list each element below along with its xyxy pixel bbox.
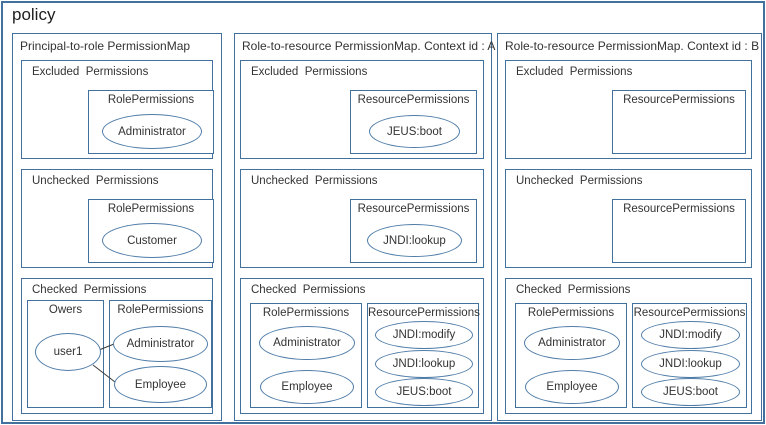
- resource-permissions-box-empty: ResourcePermissions: [612, 90, 746, 154]
- section-label: Unchecked Permissions: [251, 175, 378, 187]
- permission-map-title: Role-to-resource PermissionMap. Context …: [505, 39, 760, 53]
- box-title: ResourcePermissions: [623, 94, 735, 106]
- role-node-employee: Employee: [525, 370, 619, 404]
- permission-map-role-to-resource-b: Role-to-resource PermissionMap. Context …: [497, 33, 762, 421]
- section-label: Excluded Permissions: [251, 66, 368, 78]
- role-permissions-box: RolePermissions Administrator Employee: [250, 303, 362, 408]
- box-title: ResourcePermissions: [368, 307, 480, 319]
- section-label: Unchecked Permissions: [516, 175, 643, 187]
- resource-permissions-box-empty: ResourcePermissions: [612, 199, 746, 263]
- box-title: RolePermissions: [117, 304, 204, 316]
- role-node-administrator: Administrator: [102, 114, 202, 149]
- role-permissions-box: RolePermissions Administrator Employee: [515, 303, 627, 408]
- box-title: RolePermissions: [527, 307, 615, 319]
- box-title: RolePermissions: [107, 203, 195, 215]
- role-permissions-box: RolePermissions Administrator: [88, 90, 214, 154]
- section-checked-permissions: Checked Permissions Owers RolePermission…: [21, 278, 213, 414]
- section-checked-permissions: Checked Permissions RolePermissions Admi…: [240, 278, 484, 414]
- resource-node-jndi-lookup: JNDI:lookup: [367, 224, 462, 257]
- box-title: ResourcePermissions: [633, 307, 746, 319]
- resource-node-jeus-boot: JEUS:boot: [641, 378, 740, 406]
- permission-map-title: Role-to-resource PermissionMap. Context …: [242, 39, 496, 53]
- resource-permissions-box: ResourcePermissions JEUS:boot: [350, 90, 477, 154]
- resource-permissions-box: ResourcePermissions JNDI:modify JNDI:loo…: [367, 303, 480, 408]
- resource-permissions-box: ResourcePermissions JNDI:modify JNDI:loo…: [632, 303, 747, 408]
- permission-map-role-to-resource-a: Role-to-resource PermissionMap. Context …: [234, 33, 496, 421]
- box-title: Owers: [48, 304, 83, 316]
- box-title: ResourcePermissions: [357, 94, 470, 106]
- resource-node-jndi-lookup: JNDI:lookup: [641, 350, 740, 378]
- section-label: Excluded Permissions: [516, 66, 633, 78]
- resource-node-jndi-modify: JNDI:modify: [375, 321, 473, 349]
- role-node-employee: Employee: [260, 370, 354, 404]
- section-unchecked-permissions: Unchecked Permissions ResourcePermission…: [505, 169, 752, 268]
- owner-node-user1: user1: [35, 333, 101, 371]
- section-label: Checked Permissions: [32, 284, 147, 296]
- section-unchecked-permissions: Unchecked Permissions RolePermissions Cu…: [21, 169, 214, 268]
- role-node-administrator: Administrator: [524, 326, 620, 360]
- role-node-employee: Employee: [114, 366, 207, 403]
- resource-node-jeus-boot: JEUS:boot: [369, 115, 460, 148]
- section-label: Unchecked Permissions: [32, 175, 159, 187]
- role-node-administrator: Administrator: [259, 326, 355, 360]
- section-label: Checked Permissions: [251, 284, 366, 296]
- section-excluded-permissions: Excluded Permissions RolePermissions Adm…: [21, 60, 214, 159]
- section-label: Checked Permissions: [516, 284, 631, 296]
- permission-map-principal-to-role: Principal-to-role PermissionMap Excluded…: [12, 33, 222, 421]
- box-title: ResourcePermissions: [357, 203, 470, 215]
- section-unchecked-permissions: Unchecked Permissions ResourcePermission…: [240, 169, 484, 268]
- section-checked-permissions: Checked Permissions RolePermissions Admi…: [505, 278, 752, 414]
- role-node-customer: Customer: [102, 223, 202, 258]
- resource-permissions-box: ResourcePermissions JNDI:lookup: [350, 199, 477, 263]
- policy-title: policy: [12, 5, 56, 24]
- section-label: Excluded Permissions: [32, 66, 149, 78]
- resource-node-jeus-boot: JEUS:boot: [375, 378, 473, 406]
- section-excluded-permissions: Excluded Permissions ResourcePermissions…: [240, 60, 484, 159]
- section-excluded-permissions: Excluded Permissions ResourcePermissions: [505, 60, 752, 159]
- role-node-administrator: Administrator: [113, 326, 208, 362]
- role-permissions-box: RolePermissions Customer: [88, 199, 214, 263]
- box-title: ResourcePermissions: [623, 203, 735, 215]
- box-title: RolePermissions: [262, 307, 350, 319]
- permission-map-title: Principal-to-role PermissionMap: [20, 39, 191, 53]
- box-title: RolePermissions: [107, 94, 195, 106]
- resource-node-jndi-lookup: JNDI:lookup: [375, 350, 473, 378]
- resource-node-jndi-modify: JNDI:modify: [641, 321, 740, 349]
